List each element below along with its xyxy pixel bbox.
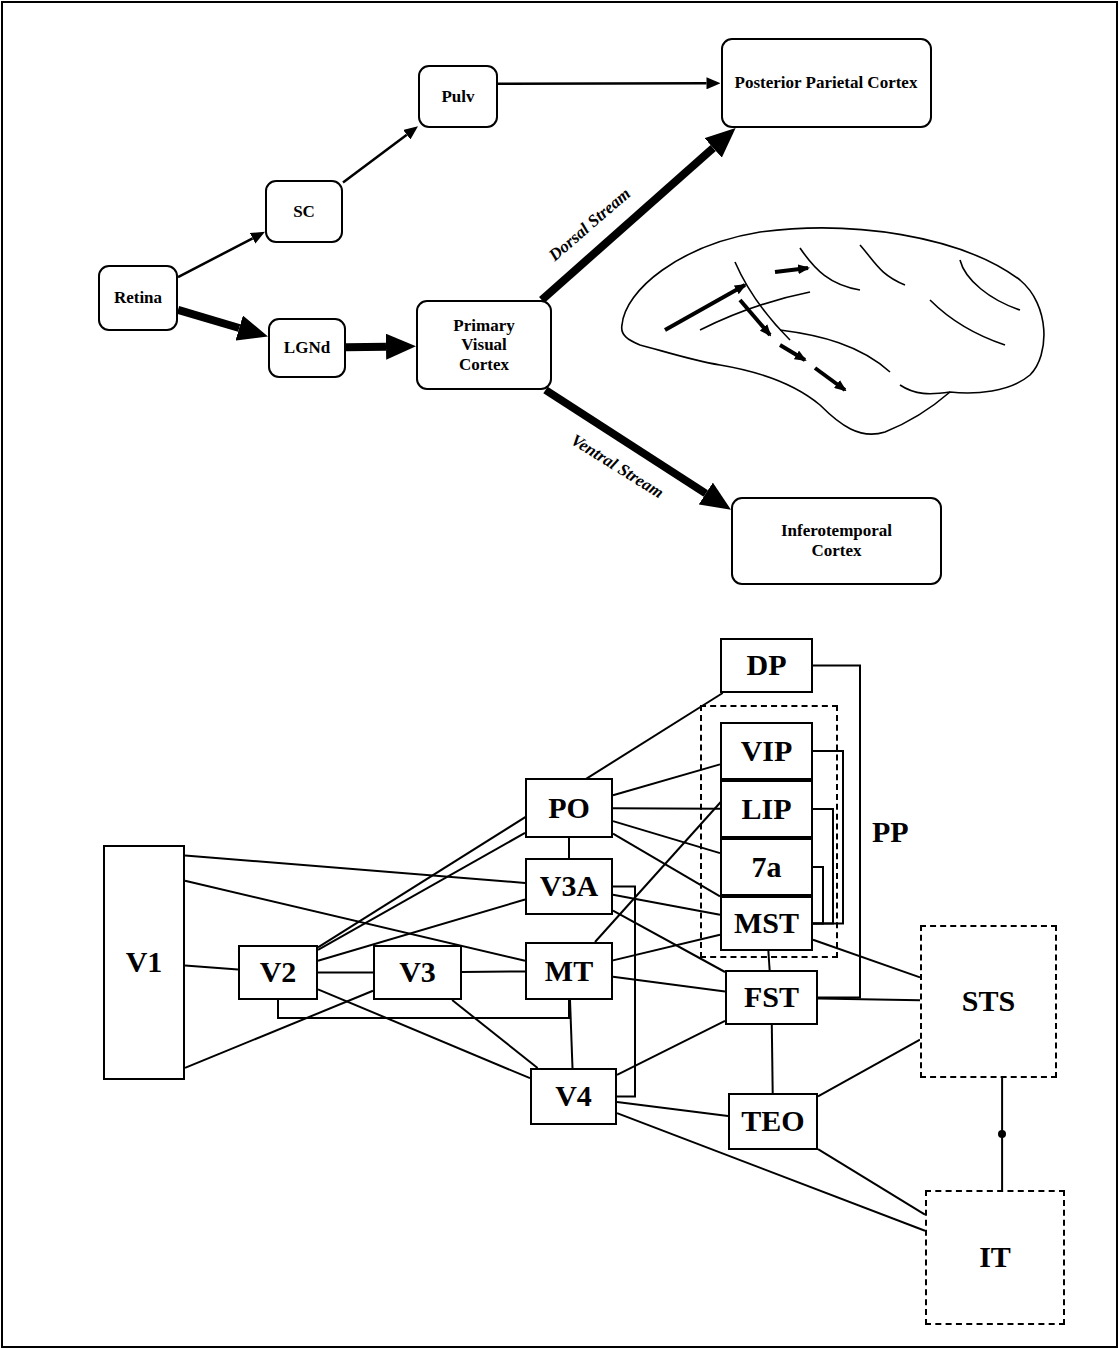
area-box: FST xyxy=(725,970,818,1025)
projection-arrow xyxy=(498,82,707,85)
area-box: Inferotemporal Cortex xyxy=(731,497,942,585)
connection-line xyxy=(568,838,570,858)
brain-drawing xyxy=(622,228,1044,434)
area-box: PO xyxy=(525,778,613,838)
area-box: V2 xyxy=(238,945,318,1000)
connection-line xyxy=(617,1102,728,1116)
connection-line xyxy=(318,989,530,1078)
area-box: Primary Visual Cortex xyxy=(416,300,552,390)
connection-line xyxy=(818,998,920,1000)
area-box: MT xyxy=(525,942,613,1000)
area-label: Inferotemporal Cortex xyxy=(763,521,910,560)
area-label: Posterior Parietal Cortex xyxy=(735,73,918,93)
area-label: STS xyxy=(962,984,1015,1019)
area-label: FST xyxy=(744,980,799,1015)
region-label: PP xyxy=(870,815,911,849)
area-label: Pulv xyxy=(441,87,474,107)
area-label: V2 xyxy=(260,955,297,990)
area-label: V4 xyxy=(555,1079,592,1114)
area-label: V1 xyxy=(126,945,163,980)
connection-line xyxy=(613,977,725,992)
connection-line xyxy=(185,855,525,883)
connection-line xyxy=(813,751,843,924)
area-box: STS xyxy=(920,925,1057,1078)
area-box: V3 xyxy=(373,945,462,1000)
stream-label: Ventral Stream xyxy=(565,430,669,505)
connection-line xyxy=(613,911,725,972)
connection-line xyxy=(1001,1078,1003,1190)
projection-arrow xyxy=(178,238,253,277)
area-box: LGNd xyxy=(268,318,346,378)
area-label: LIP xyxy=(741,792,791,827)
area-box: 7a xyxy=(720,838,813,896)
stream-arrow xyxy=(346,343,386,352)
connection-line xyxy=(613,764,720,795)
area-box: LIP xyxy=(720,780,813,838)
area-label: IT xyxy=(979,1240,1011,1275)
region-box: PPVIPLIP7aMST xyxy=(700,705,838,958)
stream-arrow xyxy=(542,148,714,300)
area-label: VIP xyxy=(741,734,793,769)
connection-line xyxy=(595,780,741,942)
area-box: V4 xyxy=(530,1068,617,1125)
connection-line xyxy=(771,1025,774,1093)
area-box: V3A xyxy=(525,858,613,915)
area-label: 7a xyxy=(752,850,782,885)
area-box: TEO xyxy=(728,1093,818,1150)
connection-line xyxy=(318,833,525,950)
area-box: V1 xyxy=(103,845,185,1080)
connection-line xyxy=(185,966,238,970)
area-label: V3 xyxy=(399,955,436,990)
connection-line xyxy=(613,821,720,853)
connection-line xyxy=(452,1000,537,1068)
connection-line xyxy=(818,1149,925,1215)
area-box: VIP xyxy=(720,722,813,780)
area-label: Retina xyxy=(114,288,162,308)
connection-line xyxy=(768,951,769,970)
area-box: Posterior Parietal Cortex xyxy=(721,38,932,128)
connection-line xyxy=(462,970,525,973)
area-box: Pulv xyxy=(418,65,498,128)
area-label: DP xyxy=(747,648,787,683)
area-box: MST xyxy=(720,896,813,951)
connection-line xyxy=(613,807,720,810)
area-box: Retina xyxy=(98,265,178,331)
area-box: IT xyxy=(925,1190,1065,1325)
connection-line xyxy=(185,881,525,961)
area-label: PO xyxy=(548,791,590,826)
area-label: V3A xyxy=(540,869,598,904)
area-label: MT xyxy=(545,954,593,989)
area-label: TEO xyxy=(741,1104,804,1139)
area-box: SC xyxy=(265,180,343,243)
connection-line xyxy=(318,693,723,947)
connection-line xyxy=(813,867,823,924)
connection-line xyxy=(617,1021,725,1075)
connection-line xyxy=(570,1000,573,1068)
connection-line xyxy=(318,972,373,974)
connection-line xyxy=(818,1040,920,1097)
area-label: LGNd xyxy=(284,338,330,358)
area-label: SC xyxy=(293,202,315,222)
connection-line xyxy=(278,1000,569,1018)
area-label: Primary Visual Cortex xyxy=(436,316,532,375)
stream-label: Dorsal Stream xyxy=(543,183,636,268)
connection-line xyxy=(813,809,833,924)
connection-line xyxy=(813,940,920,978)
area-box: DP xyxy=(720,638,813,693)
area-label: MST xyxy=(734,906,799,941)
stream-arrow xyxy=(178,310,239,328)
projection-arrow xyxy=(343,135,407,183)
